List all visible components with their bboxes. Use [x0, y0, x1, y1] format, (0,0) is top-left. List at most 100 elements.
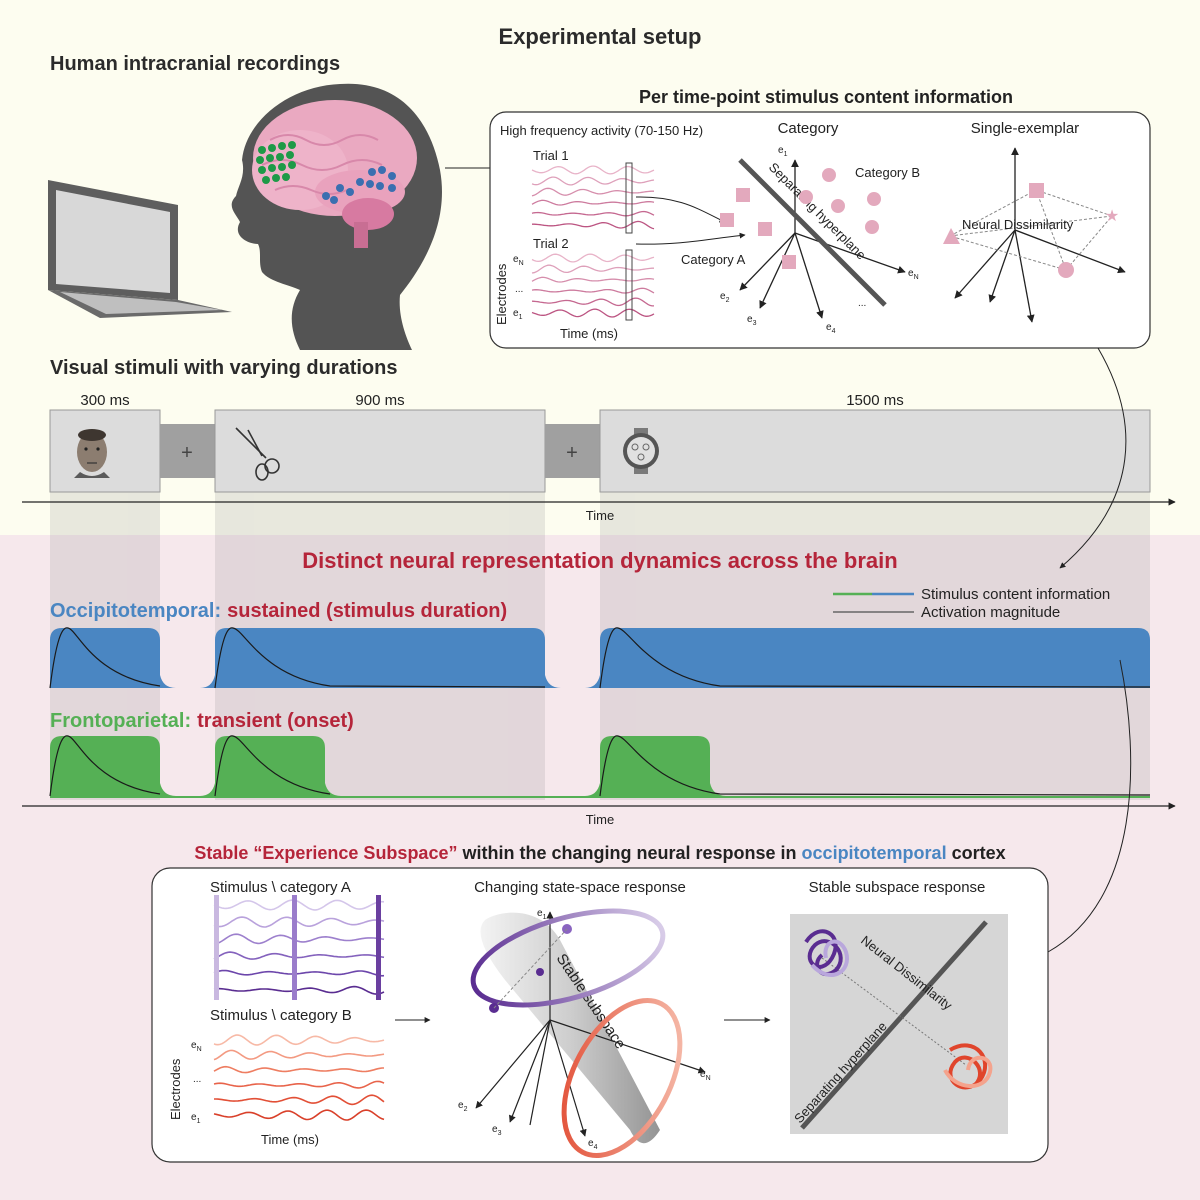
exemplar-square: [1029, 183, 1044, 198]
dissimilarity-line-bottom: [821, 957, 967, 1066]
ss-e4-label: e4: [588, 1138, 598, 1151]
occ-title: Occipitotemporal:sustained (stimulus dur…: [50, 600, 507, 622]
panel-to-dynamics-arrow: [1059, 347, 1127, 569]
exemplar-circle: [1058, 262, 1074, 278]
trajectory-point-3: [536, 968, 544, 976]
category-a-wave: [213, 933, 385, 945]
duration-1500: 1500 ms: [846, 392, 904, 409]
trial2-wave: [531, 308, 655, 318]
time-bar-2: [292, 895, 297, 1000]
trial2-arrow: [635, 232, 746, 245]
category-axes: [739, 159, 906, 319]
stimulus-box-2: [214, 409, 546, 493]
scissors-image: [235, 427, 280, 481]
changing-title: Changing state-space response: [474, 879, 686, 896]
eN-label-top: eN: [513, 254, 524, 267]
purple-cluster: [804, 929, 849, 977]
stimulus-box-3: [599, 409, 1151, 493]
category-b-wave: [214, 1094, 385, 1106]
ss-e2-label: e2: [458, 1100, 468, 1113]
trial2-wave: [531, 253, 655, 263]
trial1-wave: [531, 199, 655, 206]
trajectory-link: [493, 928, 568, 1009]
hfa-waves: [531, 165, 655, 318]
axis-eN-label: eN: [908, 268, 919, 281]
orange-trajectory: [561, 997, 683, 1159]
time-ms-label-bottom: Time (ms): [261, 1132, 319, 1147]
trial1-wave: [532, 220, 655, 230]
fixation-box-2: [545, 424, 600, 478]
electrodes-label: Electrodes: [494, 263, 509, 325]
time-bar-1: [214, 895, 219, 1000]
trial1-label: Trial 1: [533, 148, 569, 163]
trial2-label: Trial 2: [533, 236, 569, 251]
time-label-bottom: Time: [586, 812, 614, 827]
frontal-electrodes: [256, 141, 296, 184]
occ-trace: [50, 628, 1150, 688]
stable-subspace-plane: [480, 912, 660, 1144]
watch-image: [623, 428, 659, 474]
category-b-wave: [213, 1109, 385, 1121]
ellipsis-top: ...: [515, 284, 523, 295]
front-trace: [50, 736, 1150, 798]
duration-900: 900 ms: [355, 392, 404, 409]
hfa-label: High frequency activity (70-150 Hz): [500, 123, 703, 138]
axis-e2-label: e2: [720, 291, 730, 304]
axis-e3-label: e3: [747, 314, 757, 327]
callout-curve: [1047, 659, 1132, 953]
stim-cat-b-label: Stimulus \ category B: [210, 1007, 352, 1024]
front-title: Frontoparietal:transient (onset): [50, 710, 354, 732]
trial2-wave: [531, 287, 655, 294]
temporal-electrodes: [322, 166, 396, 204]
laptop-icon: [48, 180, 232, 318]
stim-cat-a-label: Stimulus \ category A: [210, 879, 351, 896]
exemplar-star: ★: [1105, 208, 1119, 225]
axis-ellipsis: ...: [858, 298, 866, 309]
electrodes-label-bottom: Electrodes: [168, 1058, 183, 1120]
content-info-title: Per time-point stimulus content informat…: [639, 87, 1013, 107]
category-a-wave: [213, 951, 385, 960]
occ-activation: [49, 627, 1151, 689]
category-a-wave: [213, 899, 385, 911]
duration-300: 300 ms: [80, 392, 129, 409]
trial2-wave: [531, 276, 655, 283]
exemplar-triangle: [943, 228, 960, 244]
separating-hyperplane-bottom: [800, 920, 988, 1130]
single-exemplar-title: Single-exemplar: [971, 120, 1079, 137]
stimuli-title: Visual stimuli with varying durations: [50, 357, 397, 379]
ss-e1-label: e1: [537, 908, 547, 921]
trial2-wave: [531, 264, 654, 274]
ss-e3-label: e3: [492, 1124, 502, 1137]
category-b-wave: [213, 1049, 385, 1061]
axis-e1-label: e1: [778, 145, 788, 158]
category-a-points: [720, 188, 796, 269]
trial1-wave: [531, 187, 654, 197]
axis-e4-label: e4: [826, 322, 836, 335]
trial1-wave: [531, 210, 655, 217]
stable-response-title: Stable subspace response: [809, 879, 986, 896]
main-title: Experimental setup: [499, 24, 702, 49]
ellipsis-bottom: ...: [193, 1074, 201, 1085]
category-b-points: [799, 168, 881, 234]
trial1-arrow: [635, 196, 726, 223]
category-a-label: Category A: [681, 252, 746, 267]
category-a-wave: [213, 985, 385, 995]
time-window-1: [625, 162, 633, 234]
brain-illustration: [252, 100, 417, 248]
orange-cluster: [943, 1043, 993, 1090]
legend-activation-label: Activation magnitude: [921, 604, 1060, 621]
category-a-wave: [213, 969, 385, 977]
trial1-wave: [531, 176, 655, 186]
time-bar-3: [376, 895, 381, 1000]
category-title: Category: [778, 120, 839, 137]
time-label-top: Time: [586, 508, 614, 523]
recordings-title: Human intracranial recordings: [50, 53, 340, 75]
time-window-2: [625, 249, 633, 321]
e1-label-top: e1: [513, 308, 523, 321]
subspace-waves: [213, 899, 385, 1121]
fixation-box-1: [160, 424, 215, 478]
category-a-wave: [213, 916, 385, 928]
fixation-cross-1: +: [181, 442, 193, 464]
